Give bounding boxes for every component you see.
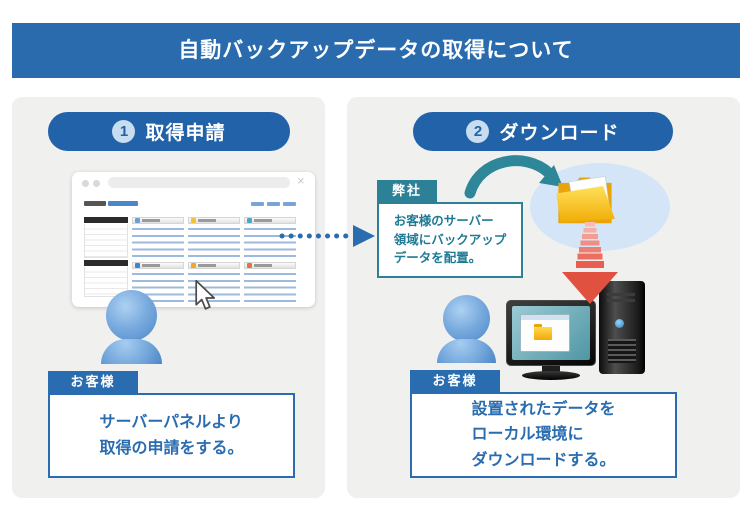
tower-icon: [599, 281, 645, 374]
step2-label: ダウンロード: [499, 123, 620, 144]
step1-note: サーバーパネルより 取得の申請をする。: [48, 393, 295, 478]
screenshot-column: [244, 217, 296, 303]
user-icon: [443, 295, 490, 342]
screenshot-logo-row: [84, 199, 296, 208]
monitor-stand: [542, 366, 560, 372]
cursor-icon: [195, 280, 216, 310]
user-icon: [437, 339, 496, 363]
screenshot-column: [132, 217, 184, 303]
server-panel-screenshot: [84, 199, 296, 303]
actor-tab-company: 弊社: [377, 180, 437, 202]
close-icon: ×: [297, 173, 305, 188]
screenshot-subheader: [84, 208, 296, 221]
company-note-line: データを配置。: [393, 251, 482, 266]
user-icon: [101, 339, 162, 364]
step2-note: 設置されたデータを ローカル環境に ダウンロードする。: [410, 392, 677, 478]
step1-number: 1: [112, 120, 136, 143]
curved-arrow-icon: [464, 155, 563, 199]
folder-icon: [556, 176, 615, 224]
monitor-base: [522, 371, 580, 380]
user-icon: [106, 290, 157, 341]
step1-label: 取得申請: [145, 123, 226, 144]
actor-tab-customer: お客様: [48, 371, 138, 393]
page-title: 自動バックアップデータの取得について: [12, 23, 740, 78]
dotted-arrow-icon: [279, 225, 375, 247]
step2-note-line: ダウンロードする。: [471, 451, 616, 469]
step2-badge: 2 ダウンロード: [413, 112, 673, 151]
actor-tab-customer: お客様: [410, 370, 500, 392]
download-arrow-icon: [562, 222, 618, 304]
screen-window: [520, 314, 570, 352]
url-bar: [108, 177, 290, 188]
step2-note-line: ローカル環境に: [471, 426, 584, 444]
company-note: お客様のサーバー 領域にバックアップ データを配置。: [377, 202, 523, 278]
screenshot-sidebar: [84, 217, 128, 303]
step1-note-line: 取得の申請をする。: [99, 439, 244, 457]
company-note-line: 領域にバックアップ: [393, 232, 507, 247]
step1-note-line: サーバーパネルより: [99, 413, 243, 431]
screen-folder-icon: [534, 324, 552, 340]
browser-dot-icon: [93, 180, 100, 187]
step1-badge: 1 取得申請: [48, 112, 290, 151]
step2-note-line: 設置されたデータを: [471, 400, 616, 418]
step2-number: 2: [466, 120, 490, 143]
browser-dot-icon: [82, 180, 89, 187]
company-note-line: お客様のサーバー: [393, 213, 494, 228]
